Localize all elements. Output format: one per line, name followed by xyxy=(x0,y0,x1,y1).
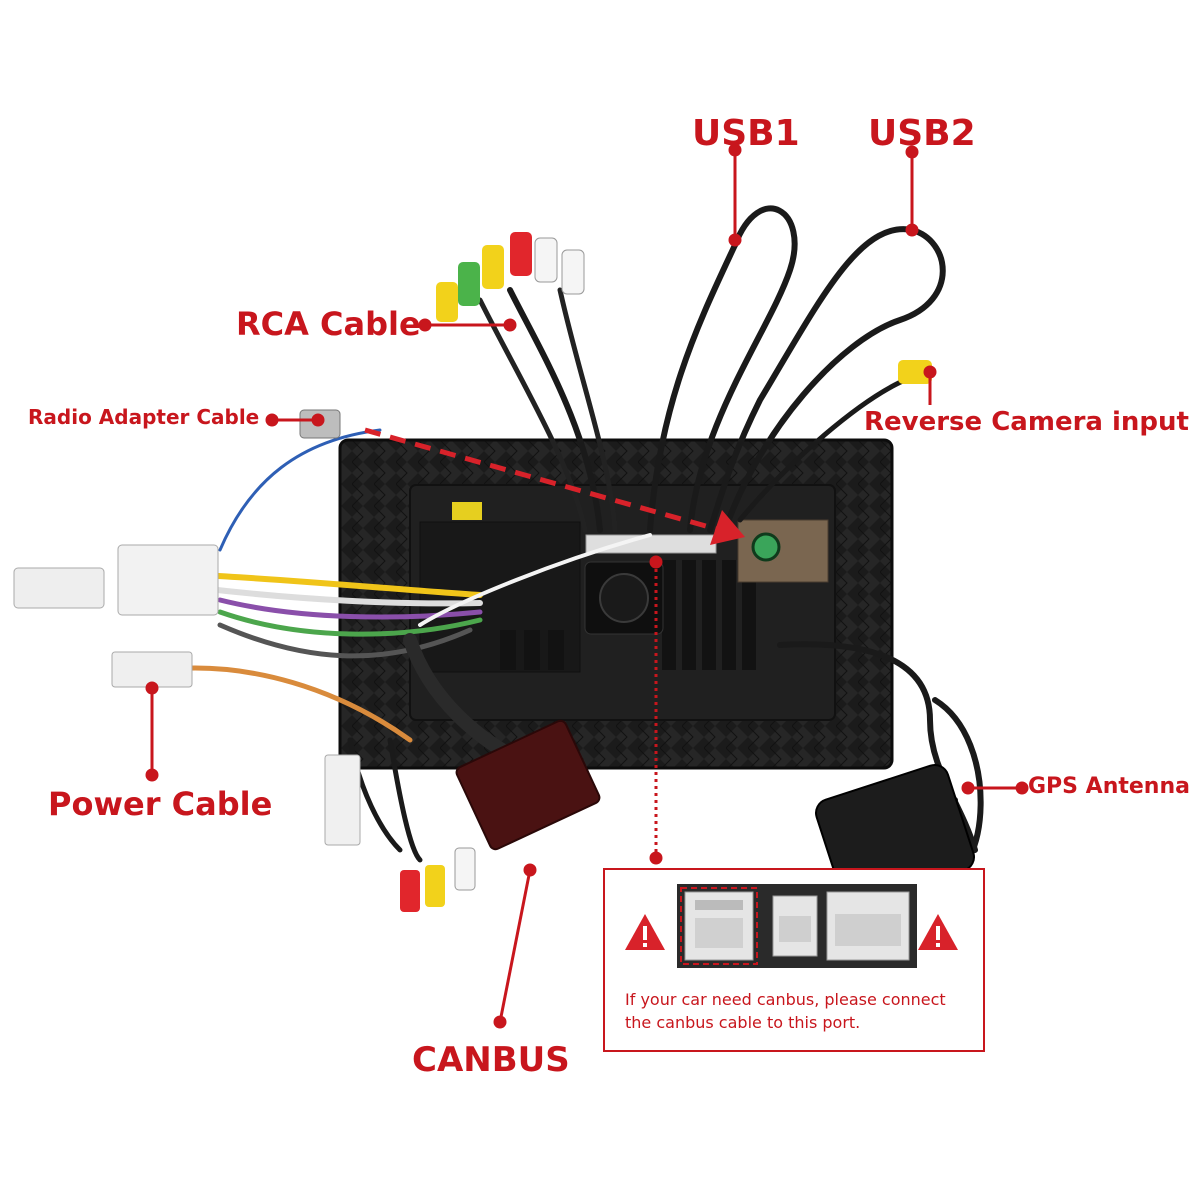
canbus-port-callout: If your car need canbus, please connect … xyxy=(603,868,985,1052)
warning-icon xyxy=(918,914,958,950)
port-connector-left xyxy=(684,891,754,961)
label-gps-antenna: GPS Antenna xyxy=(1028,774,1190,799)
label-radio-adapter-cable: Radio Adapter Cable xyxy=(28,405,260,429)
gps-port xyxy=(751,532,781,562)
label-usb2: USB2 xyxy=(868,113,976,154)
label-rca-cable: RCA Cable xyxy=(236,305,421,343)
canbus-note: If your car need canbus, please connect … xyxy=(625,990,946,1032)
port-connector-right xyxy=(826,891,910,961)
label-usb1: USB1 xyxy=(692,113,800,154)
leader-lines xyxy=(145,143,1029,1029)
label-power-cable: Power Cable xyxy=(48,785,273,823)
warning-icon xyxy=(625,914,665,950)
head-unit xyxy=(338,438,894,770)
routing-arrow xyxy=(364,427,745,545)
port-connector-middle xyxy=(772,895,818,957)
label-reverse-camera-input: Reverse Camera input xyxy=(864,407,1189,437)
label-canbus: CANBUS xyxy=(412,1040,570,1080)
vent-grille xyxy=(500,560,756,670)
cooling-fan-icon xyxy=(599,573,649,623)
